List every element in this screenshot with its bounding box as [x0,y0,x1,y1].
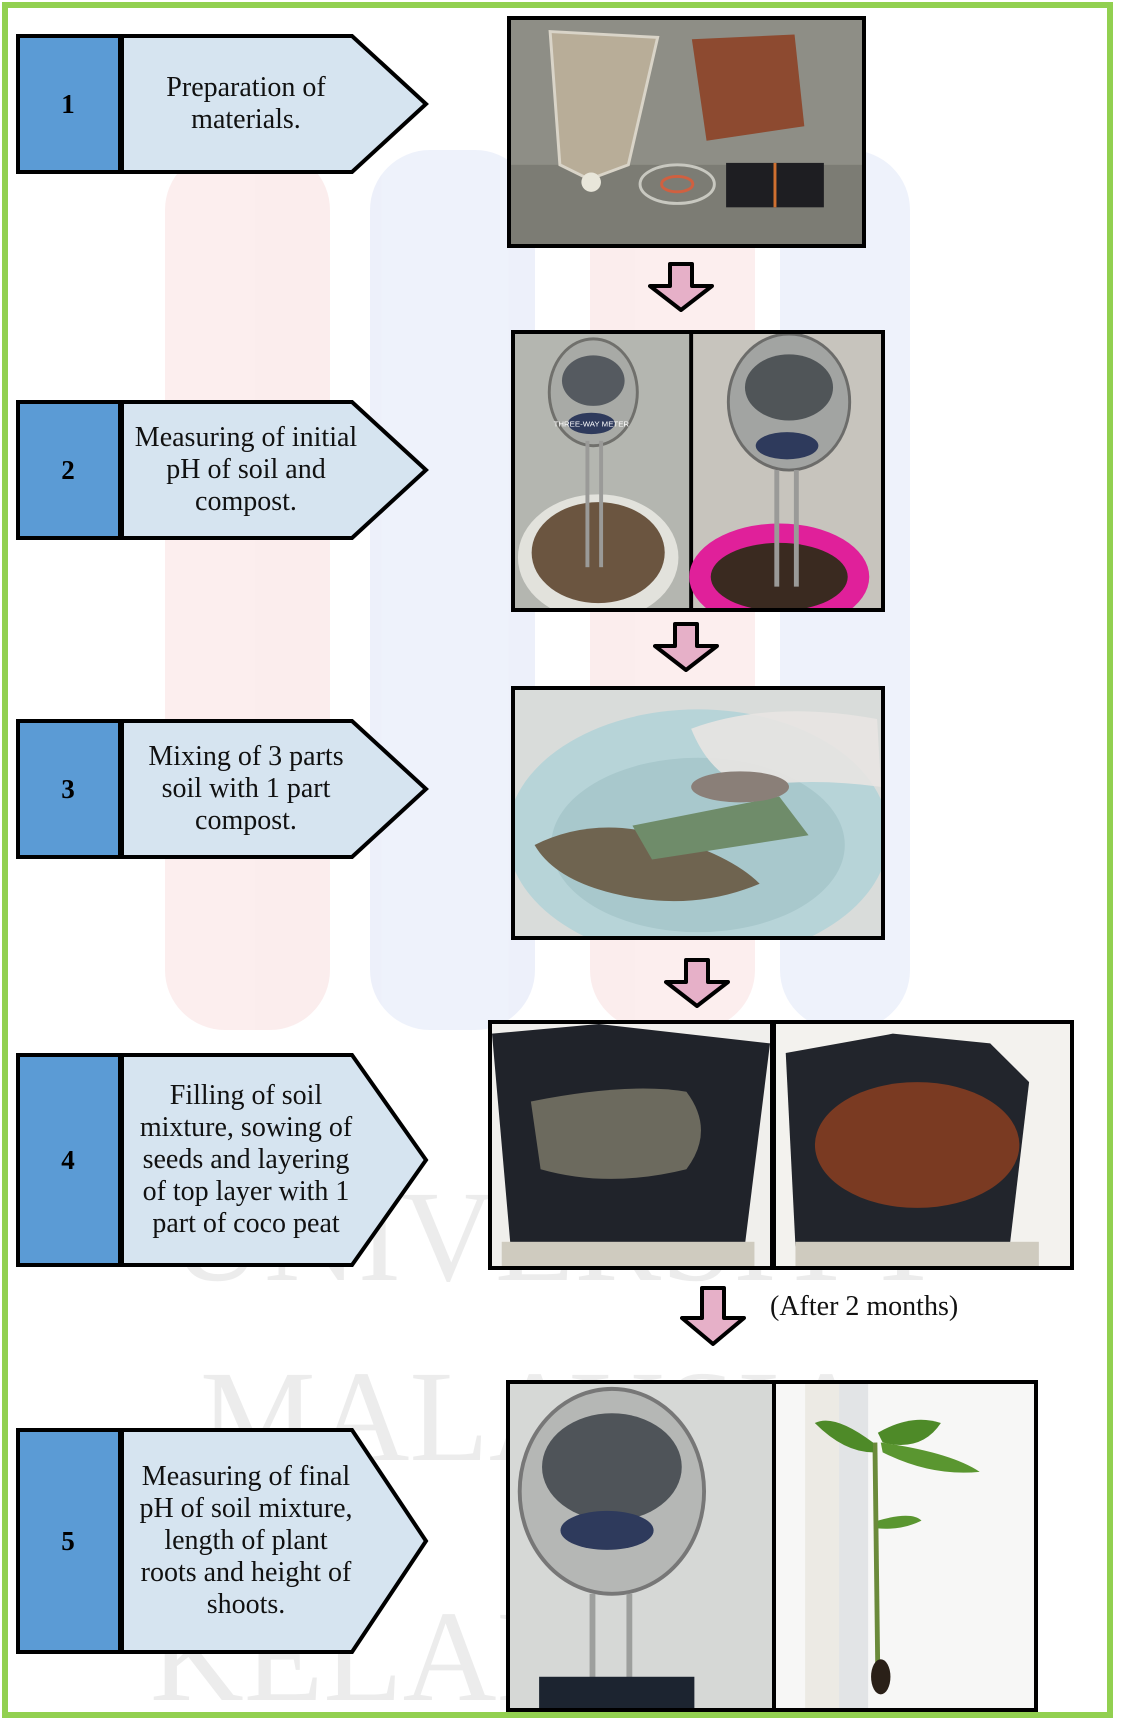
step-3: 3 Mixing of 3 parts soil with 1 part com… [16,719,430,859]
step-number: 5 [16,1428,120,1654]
photo-polybag-soil [488,1020,774,1270]
photo-materials [507,16,866,248]
step-1: 1 Preparation of materials. [16,34,430,174]
step-description: Measuring of initial pH of soil and comp… [124,400,368,540]
step-5: 5 Measuring of final pH of soil mixture,… [16,1428,430,1654]
photo-mixing [511,686,885,940]
down-arrow-icon [648,262,714,312]
down-arrow-icon [664,958,730,1008]
meter-label: THREE-WAY METER [554,419,630,428]
step-2: 2 Measuring of initial pH of soil and co… [16,400,430,540]
step-number: 1 [16,34,120,174]
step-description: Preparation of materials. [124,34,368,174]
after-two-months-note: (After 2 months) [770,1291,958,1323]
step-number: 4 [16,1053,120,1267]
step-number: 3 [16,719,120,859]
photo-plant-measurement [772,1380,1038,1712]
photo-ph-meters: THREE-WAY METER [511,330,885,612]
step-description: Filling of soil mixture, sowing of seeds… [124,1053,368,1267]
step-description: Measuring of final pH of soil mixture, l… [124,1428,368,1654]
step-4: 4 Filling of soil mixture, sowing of see… [16,1053,430,1267]
down-arrow-icon [680,1286,746,1346]
photo-polybag-cocopeat [772,1020,1074,1270]
step-number: 2 [16,400,120,540]
photo-final-ph-meter [506,1380,776,1712]
down-arrow-icon [653,622,719,672]
step-description: Mixing of 3 parts soil with 1 part compo… [124,719,368,859]
